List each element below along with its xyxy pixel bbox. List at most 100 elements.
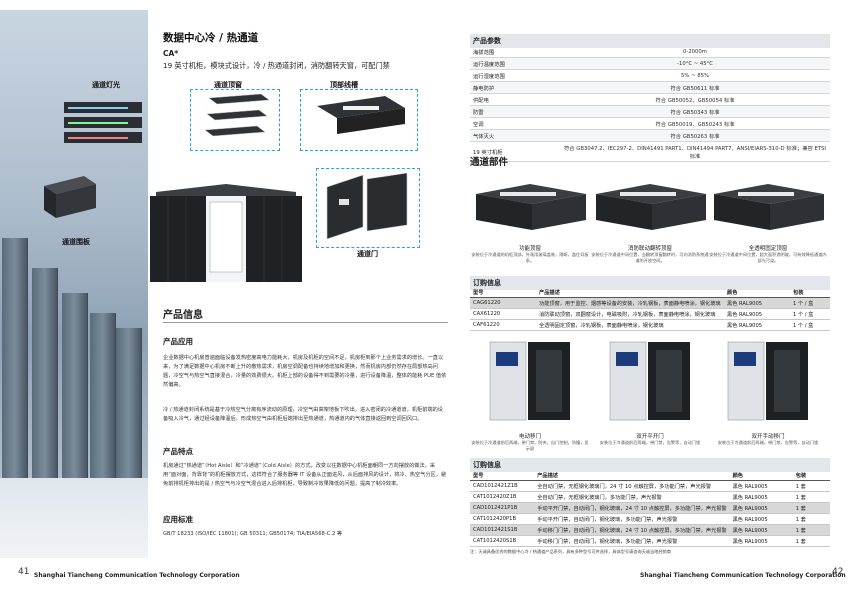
title-block: 数据中心冷 / 热通道 CA* 19 英寸机柜，模块式设计，冷 / 热通道封闭，… (163, 30, 390, 71)
param-key: 空调 (470, 117, 560, 130)
order-desc: 消防联动顶窗，双翻窗设计，电磁吸附，冷轧钢板，表面静电喷涂，钢化玻璃 (536, 308, 724, 320)
param-key: 海拔范围 (470, 46, 560, 58)
order-model: CAG61220 (470, 297, 536, 309)
door-name: 双开平开门 (636, 434, 664, 440)
param-key: 供配电 (470, 93, 560, 106)
param-row: 运行温度范围-10°C ~ 45°C (470, 57, 830, 70)
feature-text: 机房通过“热通道”（Hot Aisle）和“冷通道”（Cold Aisle）的方… (163, 463, 447, 487)
callout-top-window: 通道顶窗 (214, 81, 242, 89)
order-col-header: 包装 (790, 287, 830, 298)
order-heading-1: 订购信息 (470, 276, 830, 290)
door-image (489, 341, 570, 421)
door-item: 电动移门安装位于冷通道前后两端，带门禁，防夹，自门控制，防撞，显示屏 (470, 336, 590, 451)
param-value: 符合 GB50019、GB50243 标准 (560, 117, 830, 130)
order-desc: 全透明固定顶窗，冷轧钢板，表面静电喷涂，钢化玻璃 (536, 319, 724, 331)
order-model: CAD1012421Z1B (470, 480, 535, 492)
page-subtitle: 19 英寸机柜，模块式设计，冷 / 热通道封闭，消防翻转天窗，可配门禁 (163, 61, 390, 70)
param-value: 符合 GB50611 标准 (560, 81, 830, 94)
page-number-left: 41 (18, 567, 30, 577)
order-model: CAF61220 (470, 319, 536, 331)
order-pack: 1 个 / 盒 (790, 319, 830, 331)
param-key: 防雷 (470, 105, 560, 118)
param-key: 气体灭火 (470, 129, 560, 142)
param-row: 19 英寸机柜符合 GB3047.2、IEC297-2、DIN41491 PAR… (470, 141, 830, 162)
order-model: CAD1012421S1B (470, 524, 535, 536)
order-pack: 1 套 (792, 524, 830, 536)
param-row: 防雷符合 GB50343 标准 (470, 105, 830, 118)
order-pack: 1 个 / 盒 (790, 308, 830, 320)
params-heading: 产品参数 (470, 34, 830, 48)
order-pack: 1 套 (792, 480, 830, 492)
product-code: CA* (163, 49, 179, 58)
order-color: 黑色 RAL9005 (729, 491, 793, 503)
param-row: 空调符合 GB50019、GB50243 标准 (470, 117, 830, 130)
page-number-right: 42 (832, 567, 844, 577)
footer-corp-left: Shanghai Tiancheng Communication Technol… (34, 572, 240, 579)
order-col-header: 产品描述 (534, 470, 730, 481)
door-name: 双开手动移门 (751, 434, 785, 440)
param-row: 气体灭火符合 GB50263 标准 (470, 129, 830, 142)
door-desc: 安装位于冷通道前后两端，带门禁，告警等，自动门锁 (599, 440, 701, 445)
order-pack: 1 套 (792, 502, 830, 514)
order-desc: 功能顶窗，用于监控、烟感等设备的安装，冷轧钢板，表面静电喷涂，钢化玻璃 (536, 297, 724, 309)
part-image (714, 184, 824, 230)
callout-door: 通道门 (357, 250, 378, 258)
order-desc: 全自动门禁，无框钢化玻璃门，多功能门禁，声光报警 (534, 491, 730, 503)
order-col-header: 产品描述 (536, 287, 724, 298)
part-desc: 安装位于冷通道中间位置，当翻转顶窗翻转时，可向消防系统通道的开放空间。 (591, 252, 709, 263)
order-color: 黑色 RAL9005 (729, 524, 793, 536)
order-desc: 手动移门门禁，自动闭门，钢化玻璃，多功能门禁，声光报警 (534, 535, 730, 547)
data-center-photo (0, 10, 148, 558)
parts-title: 通道部件 (470, 157, 509, 168)
part-image (476, 184, 586, 230)
order-pack: 1 套 (792, 513, 830, 525)
order-col-header: 型号 (470, 287, 536, 298)
order-col-header: 包装 (792, 470, 830, 481)
standard-heading: 应用标准 (163, 515, 193, 524)
callout-channel-light: 通道灯光 (92, 81, 120, 89)
page-title: 数据中心冷 / 热通道 (163, 32, 259, 44)
param-value: -10°C ~ 45°C (560, 57, 830, 70)
order-color: 黑色 RAL9005 (729, 502, 793, 514)
part-desc: 安装位于冷通道中间位置，超大面积透明玻，可有效降低通道内部光污染。 (709, 252, 827, 263)
app-text-2: 冷 / 热通道封闭系统是基于冷热空气分离有序流动的原理，冷空气由高架地板下吹出，… (163, 407, 443, 422)
part-desc: 安装位于冷通道的机柜顶部，外观用玻璃盖装，隔断，盖住导板条。 (471, 252, 589, 263)
order-pack: 1 套 (792, 491, 830, 503)
param-row: 供配电符合 GB50052、GB50054 标准 (470, 93, 830, 106)
order-color: 黑色 RAL9005 (724, 297, 790, 309)
part-image (596, 184, 706, 230)
top-tray-callout (300, 89, 418, 151)
param-value: 符合 GB50052、GB50054 标准 (560, 93, 830, 106)
part-name: 功能顶窗 (518, 246, 541, 252)
param-value: 符合 GB3047.2、IEC297-2、DIN41491 PART1、DIN4… (560, 141, 830, 162)
channel-light-illustration (62, 100, 146, 150)
app-text-1: 企业数据中心机房普遍面临设备发热密度高电力能耗大，机房及机柜的空间不足，机房柜到… (163, 355, 447, 388)
part-item: 消防联动翻转顶窗安装位于冷通道中间位置，当翻转顶窗翻转时，可向消防系统通道的开放… (590, 180, 710, 263)
order-model: CAX61220 (470, 308, 536, 320)
param-value: 符合 GB50343 标准 (560, 105, 830, 118)
order-col-header: 颜色 (729, 470, 793, 481)
param-key: 运行温度范围 (470, 57, 560, 70)
order-heading-2: 订购信息 (470, 458, 830, 472)
order-model: CAT1012420Z1B (470, 491, 535, 503)
part-name: 消防联动翻转顶窗 (627, 246, 672, 252)
part-item: 功能顶窗安装位于冷通道的机柜顶部，外观用玻璃盖装，隔断，盖住导板条。 (470, 180, 590, 263)
door-item: 双开平开门安装位于冷通道前后两端，带门禁，告警等，自动门锁 (590, 336, 710, 446)
part-name: 全透明固定顶窗 (748, 246, 788, 252)
footer-corp-right: Shanghai Tiancheng Communication Technol… (640, 572, 846, 579)
order-model: CAT1012420S1B (470, 535, 535, 547)
footnote: 注：天诚具备优秀的数据中心冷 / 热通道产品系列，具有多种型号可供选择，具体型号… (470, 549, 671, 554)
order-col-header: 型号 (470, 470, 535, 481)
part-item: 全透明固定顶窗安装位于冷通道中间位置，超大面积透明玻，可有效降低通道内部光污染。 (708, 180, 828, 263)
door-item: 双开手动移门安装位于冷通道前后两端，带门禁，告警等，自动门锁 (708, 336, 828, 446)
